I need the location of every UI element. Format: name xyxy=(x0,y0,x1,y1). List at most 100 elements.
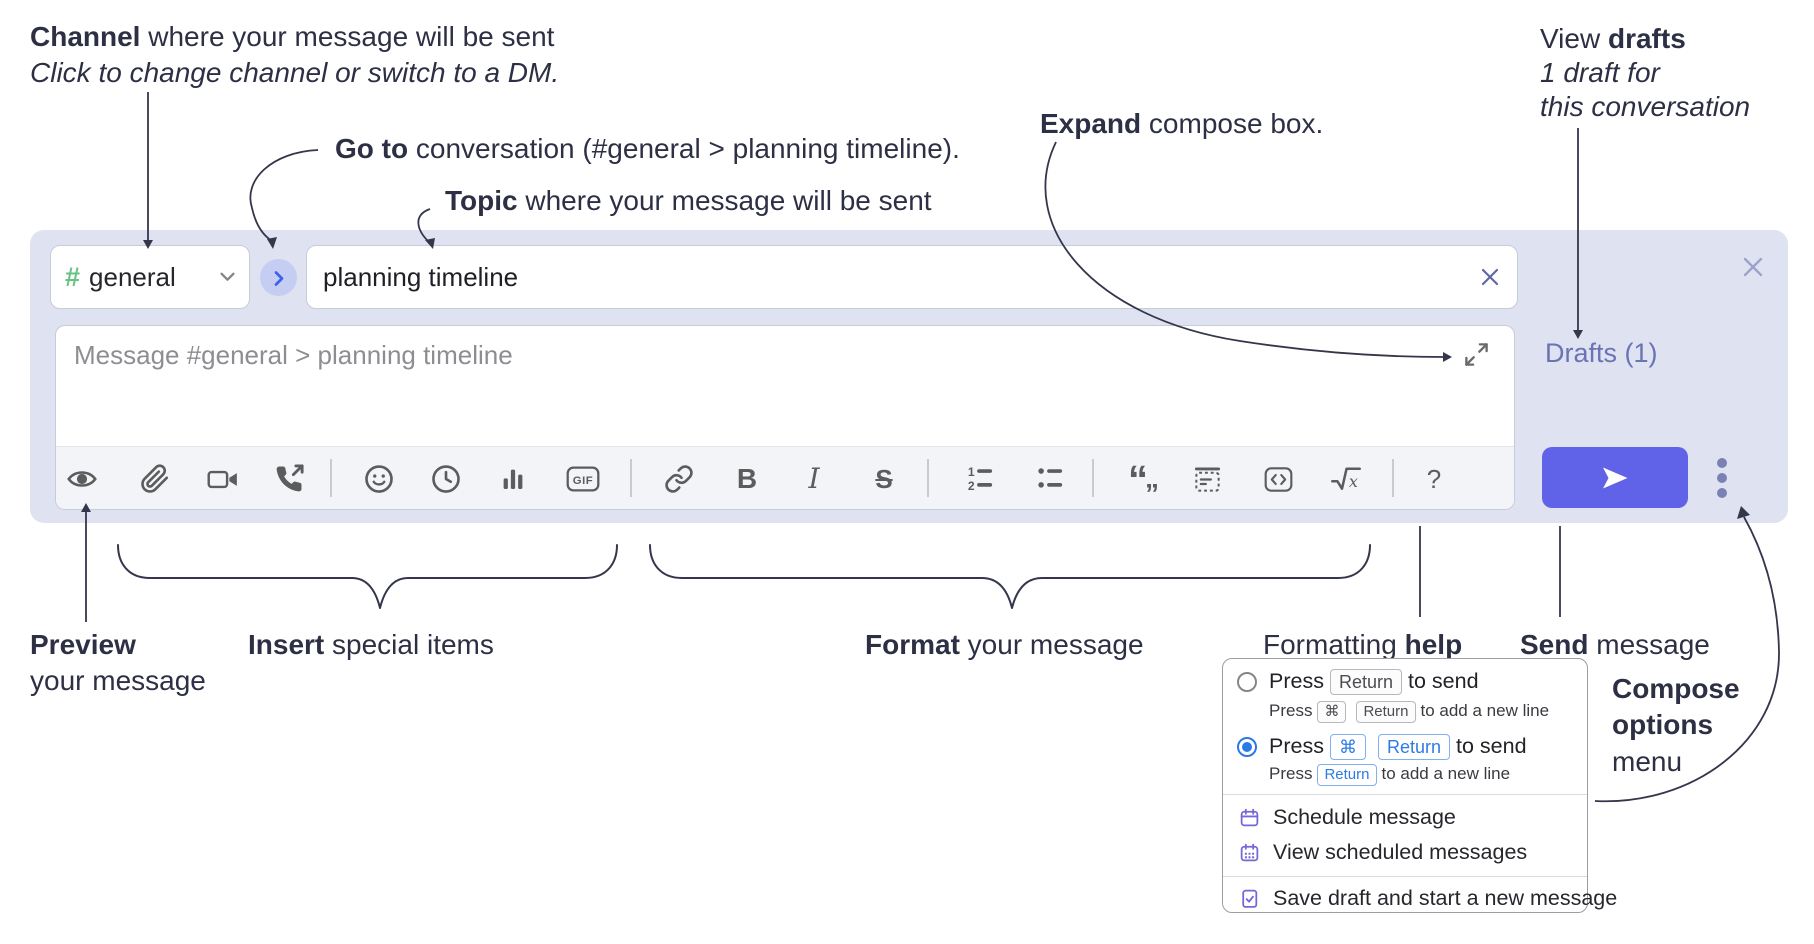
spoiler-icon[interactable] xyxy=(1190,462,1224,496)
svg-text:GIF: GIF xyxy=(573,475,594,487)
view-scheduled-messages-item[interactable]: View scheduled messages xyxy=(1239,840,1527,865)
format-annotation: Format your message xyxy=(865,628,1144,662)
save-draft-label: Save draft and start a new message xyxy=(1273,886,1618,910)
expand-annotation: Expand compose box. xyxy=(1040,107,1323,141)
chevron-down-icon xyxy=(220,272,235,282)
return-keycap: Return xyxy=(1329,669,1402,695)
help-icon[interactable]: ? xyxy=(1417,462,1451,496)
return-keycap: Return xyxy=(1356,701,1416,723)
topic-annotation-bold: Topic xyxy=(445,185,518,216)
menu-divider xyxy=(1223,876,1587,877)
insert-annotation-bold: Insert xyxy=(248,629,325,660)
expand-annotation-bold: Expand xyxy=(1040,108,1142,139)
channel-selector[interactable]: # general xyxy=(50,245,250,309)
gif-icon[interactable]: GIF xyxy=(566,462,600,496)
drafts-link[interactable]: Drafts (1) xyxy=(1545,338,1658,368)
topic-annotation: Topic where your message will be sent xyxy=(445,184,932,218)
compose-options-button[interactable] xyxy=(1710,454,1734,502)
format-annotation-rest: your message xyxy=(959,629,1144,660)
compose-options-annotation-line1: Compose xyxy=(1612,673,1740,704)
radio-checked-icon[interactable] xyxy=(1237,737,1257,757)
message-input[interactable] xyxy=(72,338,1256,437)
menu-divider xyxy=(1223,794,1587,795)
send-button[interactable] xyxy=(1542,447,1688,508)
chevron-right-icon xyxy=(274,270,283,286)
preview-annotation-line2: your message xyxy=(30,665,206,696)
voice-call-icon[interactable] xyxy=(272,462,306,496)
close-compose-button[interactable] xyxy=(1740,254,1766,280)
vertical-dots-icon xyxy=(1717,458,1727,498)
video-call-icon[interactable] xyxy=(205,462,239,496)
channel-annotation-bold: Channel xyxy=(30,21,141,52)
schedule-message-label: Schedule message xyxy=(1273,805,1456,829)
help-annotation-bold: help xyxy=(1404,629,1463,660)
preview-annotation: Preview xyxy=(30,628,136,662)
close-icon xyxy=(1481,268,1499,286)
toolbar-divider xyxy=(1092,459,1094,497)
view-drafts-pre: View xyxy=(1540,23,1608,54)
topic-annotation-rest: where your message will be sent xyxy=(517,185,932,216)
schedule-message-item[interactable]: Schedule message xyxy=(1239,805,1456,830)
calendar-icon xyxy=(1240,808,1259,827)
quote-icon[interactable]: “” xyxy=(1125,460,1159,508)
code-icon[interactable] xyxy=(1261,462,1295,496)
insert-annotation: Insert special items xyxy=(248,628,494,662)
compose-options-annotation-line3: menu xyxy=(1612,746,1683,777)
svg-text:x: x xyxy=(1349,472,1358,491)
compose-options-annotation-line2: options xyxy=(1612,709,1714,740)
view-drafts-line2: 1 draft for xyxy=(1540,57,1660,88)
strikethrough-icon[interactable]: S xyxy=(867,462,901,496)
send-icon xyxy=(1603,467,1628,488)
message-area: GIF B I S 12 “” xyxy=(55,325,1515,510)
link-icon[interactable] xyxy=(662,462,696,496)
math-icon[interactable]: x xyxy=(1329,462,1363,496)
preview-annotation-bold: Preview xyxy=(30,629,136,660)
channel-hash-icon: # xyxy=(65,261,81,292)
poll-icon[interactable] xyxy=(496,462,530,496)
expand-annotation-rest: compose box. xyxy=(1141,108,1324,139)
cmd-keycap: ⌘ xyxy=(1329,734,1366,760)
bulleted-list-icon[interactable] xyxy=(1033,462,1067,496)
insert-annotation-rest: special items xyxy=(324,629,494,660)
topic-input[interactable] xyxy=(323,261,1479,293)
toolbar-divider xyxy=(330,459,332,497)
attach-file-icon[interactable] xyxy=(138,462,172,496)
bold-icon[interactable]: B xyxy=(730,462,764,496)
return-keycap: Return xyxy=(1317,764,1377,786)
italic-icon[interactable]: I xyxy=(797,462,831,496)
help-annotation-pre: Formatting xyxy=(1263,629,1405,660)
preview-eye-icon[interactable] xyxy=(65,462,99,496)
clear-topic-button[interactable] xyxy=(1479,266,1501,288)
format-annotation-bold: Format xyxy=(865,629,960,660)
view-drafts-line3: this conversation xyxy=(1540,91,1751,122)
send-annotation-rest: message xyxy=(1588,629,1710,660)
channel-annotation-rest: where your message will be sent xyxy=(140,21,555,52)
goto-conversation-button[interactable] xyxy=(260,259,297,296)
toolbar-divider xyxy=(1392,459,1394,497)
radio-unchecked-icon[interactable] xyxy=(1237,672,1257,692)
save-draft-item[interactable]: Save draft and start a new message xyxy=(1239,886,1617,911)
send-annotation: Send message xyxy=(1520,628,1710,662)
toolbar-divider xyxy=(630,459,632,497)
channel-annotation: Channel where your message will be sent xyxy=(30,20,554,54)
expand-icon xyxy=(1465,343,1488,366)
goto-annotation: Go to conversation (#general > planning … xyxy=(335,132,960,166)
topic-input-box xyxy=(306,245,1518,309)
svg-text:1: 1 xyxy=(968,465,975,479)
goto-annotation-rest: conversation (#general > planning timeli… xyxy=(408,133,960,164)
expand-compose-button[interactable] xyxy=(1463,341,1490,368)
global-time-icon[interactable] xyxy=(429,462,463,496)
emoji-icon[interactable] xyxy=(362,462,396,496)
svg-text:2: 2 xyxy=(968,479,975,493)
goto-annotation-bold: Go to xyxy=(335,133,409,164)
draft-file-check-icon xyxy=(1242,889,1258,908)
cmd-keycap: ⌘ xyxy=(1317,701,1347,723)
